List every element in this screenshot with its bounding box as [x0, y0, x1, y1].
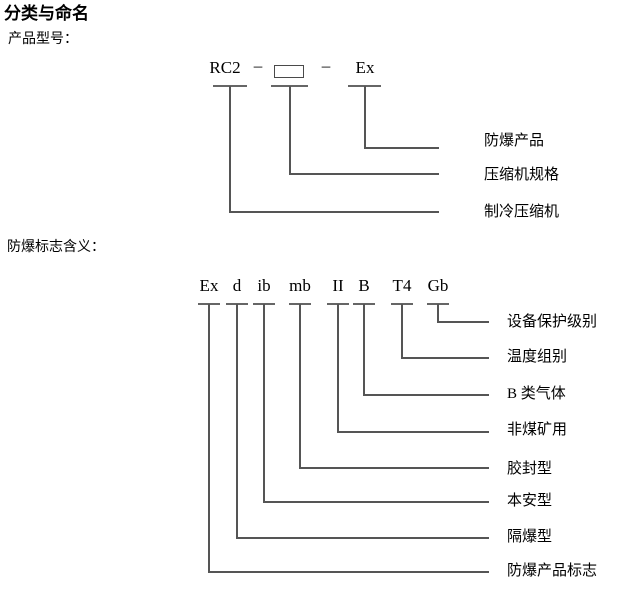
- connector-line-prefix-horizontal: [229, 211, 439, 213]
- label-explosion-proof-product: 防爆产品: [484, 133, 545, 149]
- connector-line-ib-horizontal: [263, 501, 489, 503]
- connector-line-ex-horizontal: [208, 571, 489, 573]
- label-temperature-class: 温度组别: [507, 349, 568, 365]
- token-b: B: [358, 276, 370, 295]
- connector-line-gb-horizontal: [437, 321, 489, 323]
- token-gb: Gb: [427, 276, 449, 295]
- connector-line-box-horizontal: [289, 173, 439, 175]
- label-refrigeration-compressor: 制冷压缩机: [484, 204, 560, 220]
- label-ex-product-mark: 防爆产品标志: [507, 563, 598, 579]
- model-code-separator-1: –: [253, 56, 263, 75]
- token-d: d: [232, 276, 242, 295]
- model-code-separator-2: –: [321, 56, 331, 75]
- connector-line-ib-vertical: [263, 304, 265, 503]
- connector-line-ex-vertical: [208, 304, 210, 573]
- token-ii: II: [332, 276, 344, 295]
- connector-line-mb-vertical: [299, 304, 301, 469]
- model-code-prefix: RC2: [209, 58, 241, 77]
- label-intrinsic-safety-type: 本安型: [507, 493, 553, 509]
- product-model-heading: 产品型号：: [8, 32, 78, 47]
- connector-line-ii-horizontal: [337, 431, 489, 433]
- token-ex: Ex: [199, 276, 219, 295]
- connector-line-d-vertical: [236, 304, 238, 539]
- label-encapsulation-type: 胶封型: [507, 461, 553, 477]
- spec-placeholder-box: [274, 65, 304, 78]
- connector-line-prefix-vertical: [229, 86, 231, 213]
- label-gas-group-b: B 类气体: [507, 386, 566, 402]
- connector-line-t4-vertical: [401, 304, 403, 359]
- connector-line-suffix-vertical: [364, 86, 366, 149]
- token-t4: T4: [392, 276, 412, 295]
- label-compressor-spec: 压缩机规格: [484, 167, 560, 183]
- page-title: 分类与命名: [4, 4, 89, 23]
- connector-line-d-horizontal: [236, 537, 489, 539]
- label-non-coal-mine: 非煤矿用: [507, 422, 568, 438]
- connector-line-b-vertical: [363, 304, 365, 396]
- connector-line-gb-vertical: [437, 304, 439, 323]
- label-flameproof-type: 隔爆型: [507, 529, 553, 545]
- connector-line-ii-vertical: [337, 304, 339, 433]
- token-ib: ib: [257, 276, 271, 295]
- connector-line-b-horizontal: [363, 394, 489, 396]
- mark-meaning-heading: 防爆标志含义：: [7, 240, 105, 255]
- connector-line-suffix-horizontal: [364, 147, 439, 149]
- token-mb: mb: [289, 276, 311, 295]
- label-equipment-protection-level: 设备保护级别: [507, 314, 598, 330]
- connector-line-t4-horizontal: [401, 357, 489, 359]
- connector-line-mb-horizontal: [299, 467, 489, 469]
- model-code-suffix: Ex: [355, 58, 375, 77]
- connector-line-box-vertical: [289, 86, 291, 175]
